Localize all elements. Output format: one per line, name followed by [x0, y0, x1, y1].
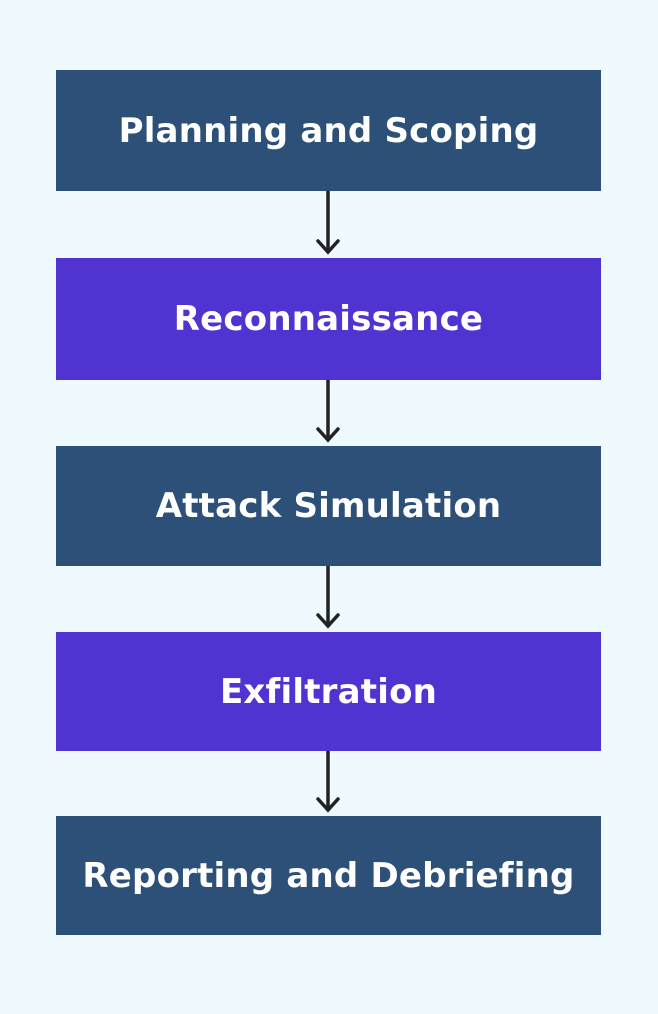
step-label: Planning and Scoping [118, 110, 539, 151]
arrow-down-icon [316, 751, 340, 816]
step-label: Attack Simulation [155, 486, 502, 526]
step-label: Reconnaissance [173, 299, 484, 339]
step-attack-simulation: Attack Simulation [56, 446, 601, 566]
step-planning-and-scoping: Planning and Scoping [56, 70, 601, 191]
step-reporting-and-debriefing: Reporting and Debriefing [56, 816, 601, 935]
step-exfiltration: Exfiltration [56, 632, 601, 751]
step-reconnaissance: Reconnaissance [56, 258, 601, 380]
arrow-down-icon [316, 380, 340, 446]
step-label: Exfiltration [219, 671, 438, 712]
step-label: Reporting and Debriefing [82, 855, 575, 896]
arrow-down-icon [316, 191, 340, 258]
arrow-down-icon [316, 566, 340, 632]
